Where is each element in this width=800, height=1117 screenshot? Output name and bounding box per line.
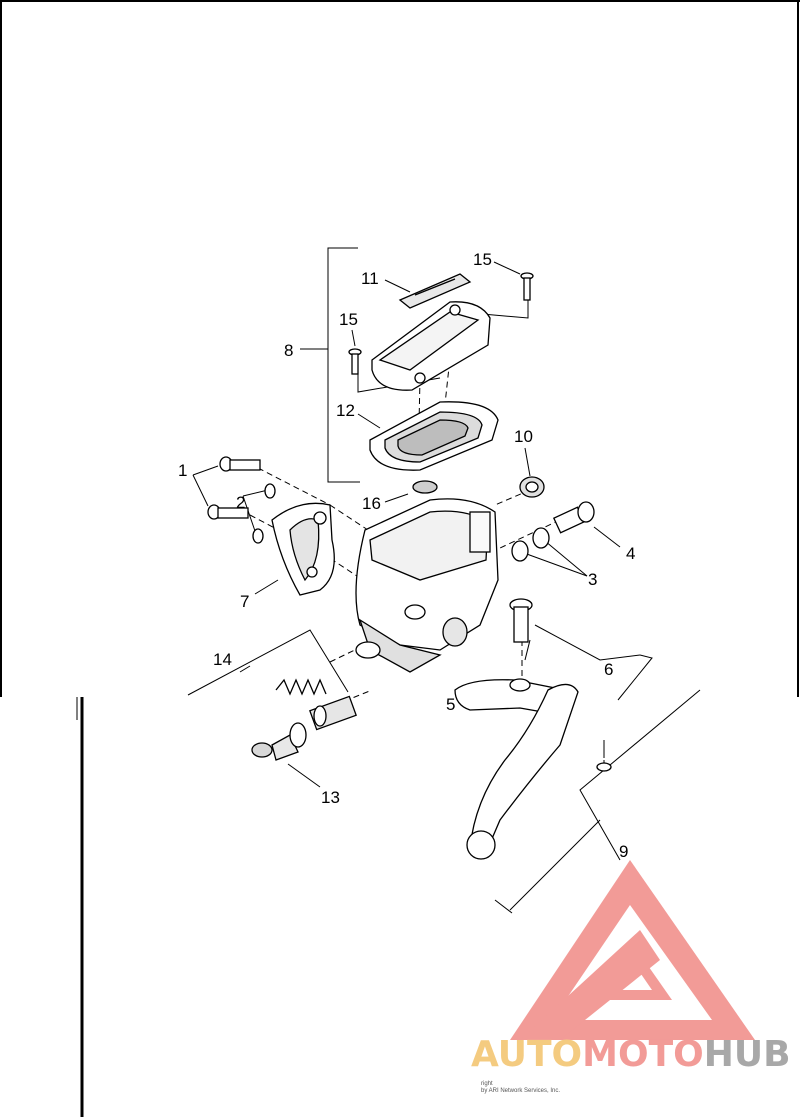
parts bbox=[207, 272, 612, 860]
callout-9: 9 bbox=[619, 842, 628, 861]
part-disc bbox=[412, 480, 438, 494]
logo-word-hub: HUB bbox=[704, 1034, 791, 1075]
callout-15-top: 15 bbox=[473, 250, 492, 269]
callout-1: 1 bbox=[178, 461, 187, 480]
part-piston bbox=[309, 695, 357, 731]
part-screw-top bbox=[520, 272, 534, 301]
callout-8: 8 bbox=[284, 341, 293, 360]
part-clamp bbox=[271, 502, 335, 596]
callout-4: 4 bbox=[626, 544, 635, 563]
callout-12: 12 bbox=[336, 401, 355, 420]
part-washer-lower bbox=[252, 528, 264, 544]
part-banjo-washer-outer bbox=[532, 527, 550, 549]
part-washer-upper bbox=[264, 483, 276, 499]
part-label-plate bbox=[398, 273, 472, 309]
callout-14: 14 bbox=[213, 650, 232, 669]
part-diaphragm bbox=[369, 401, 499, 471]
part-screw-left bbox=[348, 348, 362, 375]
leader-lines bbox=[187, 247, 701, 914]
part-plug bbox=[519, 476, 545, 498]
copyright-line-1: right bbox=[481, 1081, 493, 1087]
part-banjo-bolt bbox=[552, 501, 595, 534]
callout-2: 2 bbox=[236, 493, 245, 512]
part-pivot-pin bbox=[509, 598, 533, 643]
logo-word-moto: MOTO bbox=[582, 1034, 704, 1075]
logo-word-auto: AUTO bbox=[471, 1034, 582, 1075]
part-spring bbox=[275, 678, 327, 696]
part-brake-lever bbox=[466, 683, 612, 860]
callout-7: 7 bbox=[240, 592, 249, 611]
callout-11: 11 bbox=[361, 269, 379, 288]
callout-15-left: 15 bbox=[339, 310, 358, 329]
part-reservoir-cover bbox=[371, 301, 491, 391]
callout-5: 5 bbox=[446, 695, 455, 714]
callout-3: 3 bbox=[588, 570, 597, 589]
part-screw-clamp-upper bbox=[219, 456, 261, 472]
part-screw-clamp-lower bbox=[207, 504, 249, 520]
svg-text:AUTOMOTOHUB: AUTOMOTOHUB bbox=[471, 1034, 791, 1075]
callout-13: 13 bbox=[321, 788, 340, 807]
copyright-notice: right by ARI Network Services, Inc. bbox=[481, 1081, 560, 1095]
callout-16: 16 bbox=[362, 494, 381, 513]
copyright-line-2: by ARI Network Services, Inc. bbox=[481, 1088, 561, 1094]
callout-10: 10 bbox=[514, 427, 533, 446]
part-banjo-washer-inner bbox=[511, 540, 529, 562]
callout-labels: 1 2 3 4 5 6 7 8 9 10 11 12 13 14 15 15 1… bbox=[178, 250, 635, 861]
part-master-cylinder-body bbox=[355, 498, 499, 673]
automotohub-logo: AUTOMOTOHUB bbox=[471, 860, 791, 1075]
callout-6: 6 bbox=[604, 660, 613, 679]
part-boot bbox=[251, 722, 307, 761]
